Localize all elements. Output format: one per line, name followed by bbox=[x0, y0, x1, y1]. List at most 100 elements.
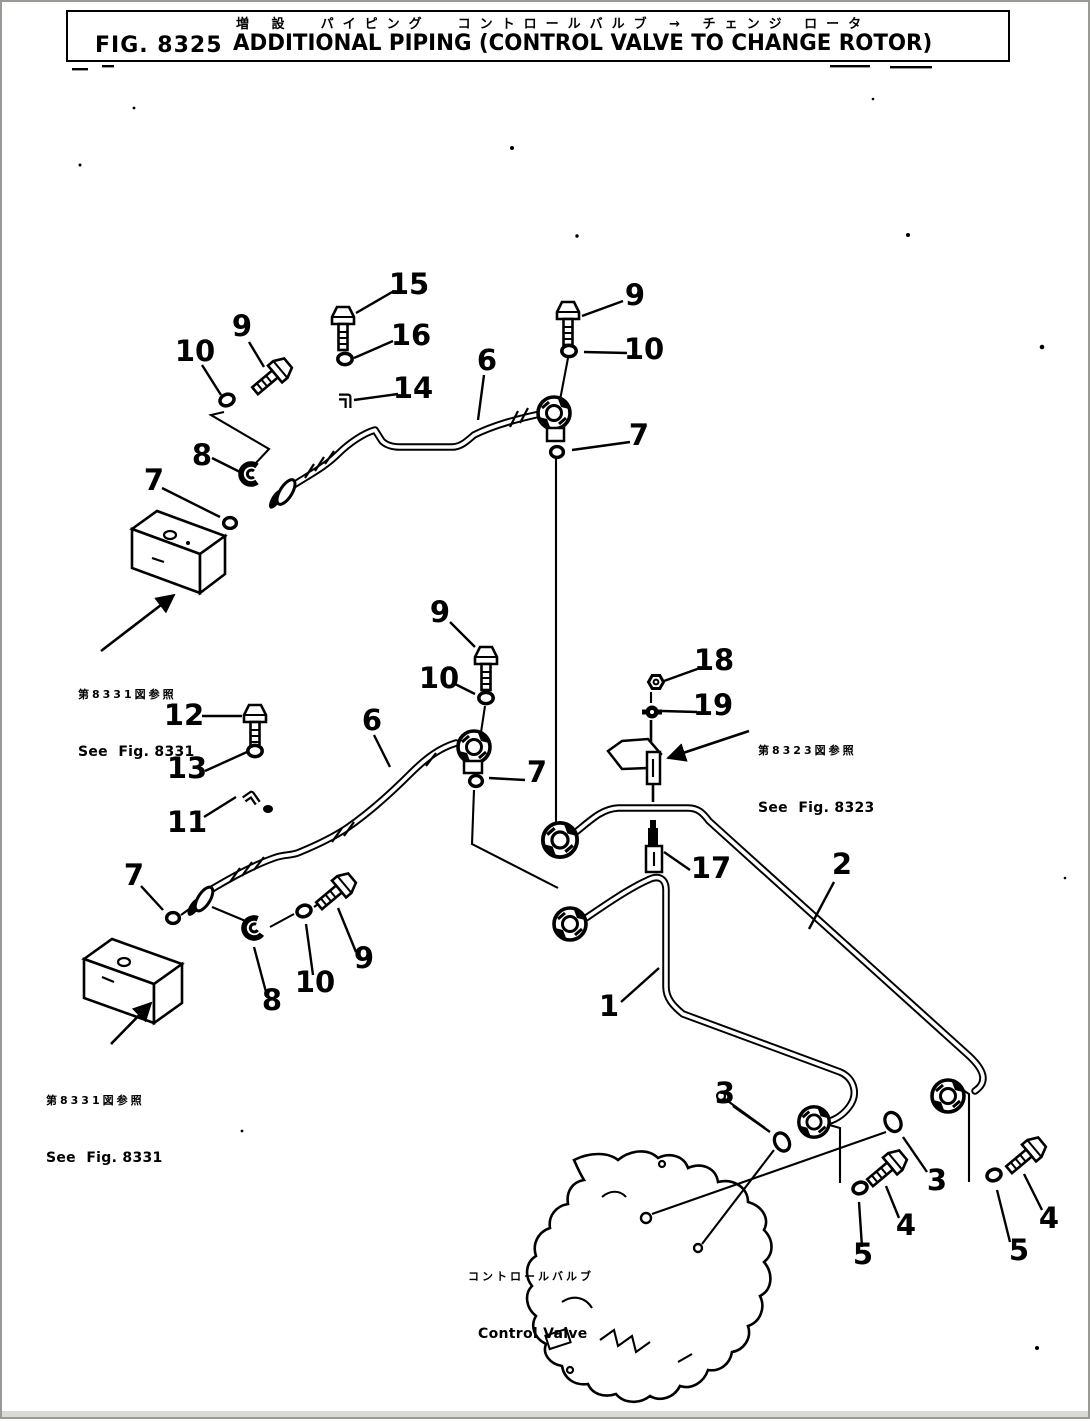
bolt-15 bbox=[330, 305, 356, 352]
ref-note-jp: 第8331図参照 bbox=[78, 687, 177, 701]
hose-flange-lower bbox=[193, 885, 215, 913]
leader-line-7 bbox=[140, 885, 164, 911]
callout-9: 9 bbox=[232, 309, 252, 343]
scan-edge-strip bbox=[2, 1411, 1088, 1417]
scan-noise bbox=[72, 65, 1067, 1350]
ring-7-lower-left bbox=[164, 910, 182, 926]
figure-number: FIG. 8325 bbox=[95, 33, 223, 58]
callout-5: 5 bbox=[853, 1237, 873, 1271]
callout-7: 7 bbox=[124, 858, 144, 892]
callout-6: 6 bbox=[477, 343, 497, 377]
callout-10: 10 bbox=[175, 334, 215, 368]
title-box bbox=[66, 10, 1010, 62]
title-japanese: 増 設 パイピング コントロールバルブ → チェンジ ロータ bbox=[236, 17, 871, 32]
small-parts bbox=[164, 300, 1051, 1198]
bolt-9-middle bbox=[473, 645, 499, 692]
callout-9: 9 bbox=[354, 941, 374, 975]
ref-note-jp: 第8323図参照 bbox=[758, 743, 857, 757]
leader-line-7 bbox=[161, 486, 221, 519]
callout-3: 3 bbox=[927, 1163, 947, 1197]
callout-4: 4 bbox=[1039, 1201, 1059, 1235]
ref-note-8331-upper: 第8331図参照 See Fig. 8331 bbox=[78, 646, 195, 782]
ref-note-en: See Fig. 8323 bbox=[758, 800, 875, 817]
control-valve-label-en: Control Valve bbox=[478, 1326, 588, 1343]
ring-7-upper-left bbox=[221, 515, 239, 531]
callout-3: 3 bbox=[715, 1076, 735, 1110]
callout-11: 11 bbox=[167, 805, 207, 839]
callout-12: 12 bbox=[164, 698, 204, 732]
fitting-19 bbox=[642, 705, 662, 719]
leader-line-14 bbox=[353, 392, 399, 402]
ring-7-upper-right bbox=[548, 444, 566, 460]
title-english: ADDITIONAL PIPING (CONTROL VALVE TO CHAN… bbox=[233, 31, 933, 56]
nut-16 bbox=[336, 351, 354, 367]
leader-line-7 bbox=[571, 440, 631, 452]
callout-10: 10 bbox=[624, 332, 664, 366]
leader-line-16 bbox=[353, 339, 394, 360]
callout-19: 19 bbox=[693, 688, 733, 722]
arrow-to-lower-block bbox=[110, 1001, 153, 1045]
callout-8: 8 bbox=[192, 438, 212, 472]
ref-note-8331-lower: 第8331図参照 See Fig. 8331 bbox=[46, 1052, 163, 1188]
ref-note-en: See Fig. 8331 bbox=[46, 1150, 163, 1167]
valve-port bbox=[639, 1211, 653, 1225]
callout-7: 7 bbox=[144, 463, 164, 497]
elbow-fitting-pipe2-end bbox=[930, 1078, 966, 1114]
reference-arrows bbox=[100, 593, 750, 1045]
leader-line-10 bbox=[583, 350, 628, 355]
clamp-17 bbox=[644, 820, 664, 874]
nut-18 bbox=[647, 674, 665, 690]
leader-line-7 bbox=[488, 776, 526, 782]
leader-line-13 bbox=[204, 750, 248, 773]
ref-note-en: See Fig. 8331 bbox=[78, 744, 195, 761]
callout-15: 15 bbox=[389, 267, 429, 301]
washer-10-upper-right bbox=[560, 343, 578, 359]
leader-line-4 bbox=[884, 1185, 901, 1219]
leader-line-10 bbox=[454, 682, 476, 696]
leader-line-3 bbox=[902, 1136, 928, 1173]
leader-line-19 bbox=[661, 709, 698, 714]
washer-5-left bbox=[849, 1178, 871, 1198]
washer-10-middle bbox=[477, 690, 495, 706]
ref-note-8323: 第8323図参照 See Fig. 8323 bbox=[758, 702, 875, 838]
washer-10-lower-left bbox=[293, 901, 315, 921]
callout-9: 9 bbox=[625, 278, 645, 312]
callout-9: 9 bbox=[430, 595, 450, 629]
bolt-9-lower-left bbox=[310, 868, 361, 916]
callout-2: 2 bbox=[832, 847, 852, 881]
arrow-to-bracket bbox=[666, 729, 750, 762]
clamp-8-lower bbox=[242, 917, 263, 940]
washer-5-right bbox=[983, 1165, 1005, 1185]
callout-5: 5 bbox=[1009, 1233, 1029, 1267]
callout-13: 13 bbox=[167, 751, 207, 785]
leader-line-4 bbox=[1022, 1173, 1044, 1211]
leader-line-17 bbox=[663, 851, 691, 871]
elbow-fitting-pipe1-end bbox=[797, 1105, 831, 1139]
leader-line-6 bbox=[476, 374, 486, 421]
control-valve-label-jp: コントロールバルブ bbox=[468, 1269, 594, 1283]
leader-line-9 bbox=[336, 907, 358, 953]
leader-line-8 bbox=[252, 946, 268, 993]
leader-line-18 bbox=[663, 666, 701, 683]
flange-fitting-pipe2 bbox=[540, 820, 580, 860]
bolt-12 bbox=[242, 703, 268, 750]
manifold-block-lower bbox=[81, 937, 185, 1026]
elbow-fitting-upper bbox=[536, 395, 572, 431]
leader-line-10 bbox=[304, 923, 315, 976]
callout-10: 10 bbox=[295, 965, 335, 999]
o-ring-3-right bbox=[883, 1110, 903, 1134]
stub-upper bbox=[545, 426, 566, 443]
o-ring-3-left bbox=[772, 1131, 792, 1153]
leader-line-5 bbox=[857, 1201, 864, 1248]
stub-middle bbox=[462, 759, 484, 775]
leader-line-11 bbox=[203, 795, 237, 819]
nut-13 bbox=[246, 743, 264, 759]
callout-1: 1 bbox=[599, 989, 619, 1023]
flange-fitting-pipe1 bbox=[552, 906, 588, 942]
manifold-block-upper bbox=[129, 509, 228, 596]
callout-18: 18 bbox=[694, 643, 734, 677]
leader-line-9 bbox=[449, 621, 476, 648]
